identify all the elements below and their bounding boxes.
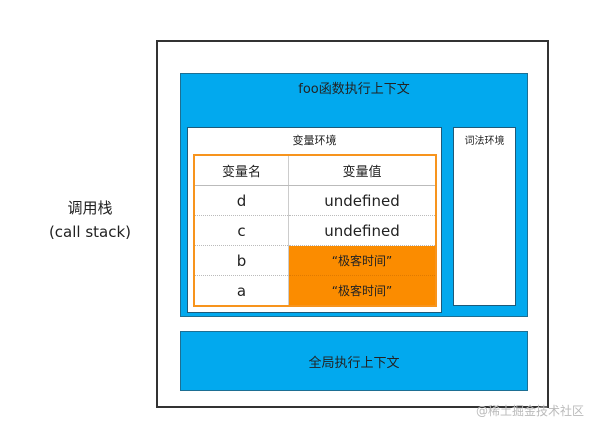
header-value: 变量值	[288, 155, 436, 186]
var-value: undefined	[288, 185, 436, 216]
var-name: b	[194, 245, 289, 276]
watermark: @稀土掘金技术社区	[476, 404, 585, 418]
lexical-environment	[453, 127, 516, 306]
call-stack-subtitle: (call stack)	[48, 223, 132, 241]
call-stack-box	[156, 40, 549, 408]
var-name: d	[194, 185, 289, 216]
var-value: “极客时间”	[288, 275, 436, 306]
variable-environment-title: 变量环境	[292, 134, 337, 147]
table-row: a“极客时间”	[194, 275, 436, 306]
header-name: 变量名	[194, 155, 289, 186]
call-stack-title: 调用栈	[67, 199, 113, 217]
global-execution-context: 全局执行上下文	[180, 331, 528, 391]
global-context-title: 全局执行上下文	[308, 355, 400, 371]
var-name: c	[194, 215, 289, 246]
var-name: a	[194, 275, 289, 306]
var-value: “极客时间”	[288, 245, 436, 276]
var-value: undefined	[288, 215, 436, 246]
table-row: b“极客时间”	[194, 245, 436, 276]
call-stack-label: 调用栈 (call stack)	[20, 196, 160, 244]
foo-context-title: foo函数执行上下文	[298, 82, 410, 97]
lexical-environment-title: 词法环境	[464, 136, 505, 147]
table-header: 变量名 变量值	[194, 155, 436, 186]
